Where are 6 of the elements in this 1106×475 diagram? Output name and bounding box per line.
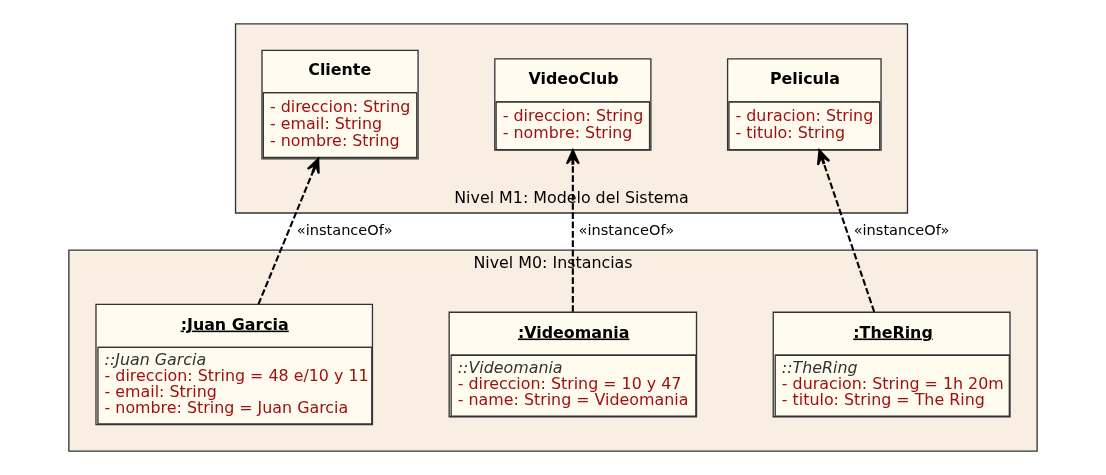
arrow: [257, 157, 320, 305]
edge-label: «instanceOf»: [853, 221, 950, 239]
arrow: [817, 149, 876, 313]
edge-label: «instanceOf»: [296, 221, 393, 239]
arrow: [565, 149, 580, 312]
edge-label: «instanceOf»: [578, 221, 675, 239]
